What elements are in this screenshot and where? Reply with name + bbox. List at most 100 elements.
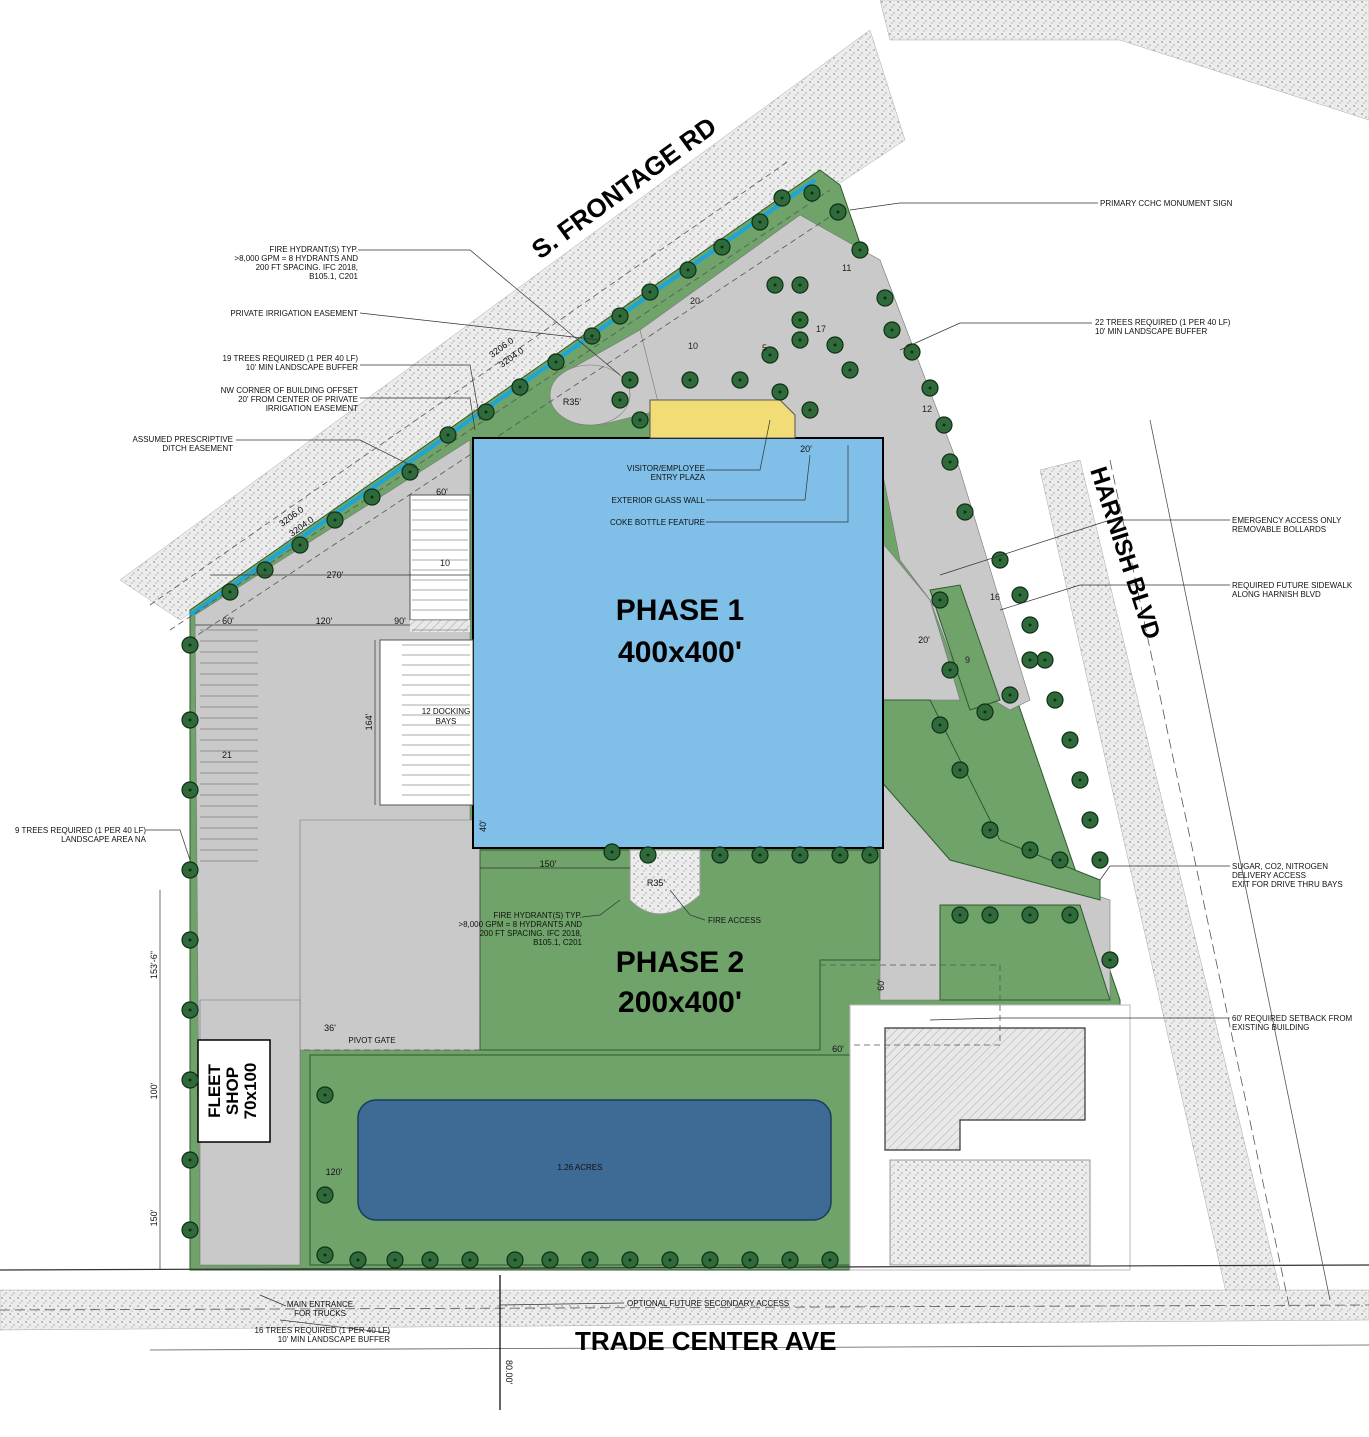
tree-icon: [833, 343, 837, 347]
tree-icon: [708, 1258, 712, 1262]
callout-hydrant-top: FIRE HYDRANT(S) TYP.>8,000 GPM = 8 HYDRA…: [234, 245, 358, 281]
parking-count: 21: [222, 750, 232, 760]
callout-monument-sign: PRIMARY CCHC MONUMENT SIGN: [1100, 199, 1233, 208]
callout-line: ALONG HARNISH BLVD: [1232, 590, 1321, 599]
tree-icon: [778, 390, 782, 394]
callout-line: REQUIRED FUTURE SIDEWALK: [1232, 581, 1353, 590]
leader-lines: [146, 202, 1230, 1334]
callout-line: MAIN ENTRANCE: [287, 1300, 353, 1309]
tree-icon: [768, 353, 772, 357]
tree-icon: [838, 853, 842, 857]
dim-100: 100': [149, 1082, 159, 1099]
callout-line: DELIVERY ACCESS: [1232, 871, 1306, 880]
tree-icon: [188, 643, 192, 647]
callout-line: >8,000 GPM = 8 HYDRANTS AND: [234, 254, 358, 263]
tree-icon: [808, 408, 812, 412]
tree-icon: [788, 1258, 792, 1262]
callout-line: EXISTING BUILDING: [1232, 1023, 1309, 1032]
callout-line: ASSUMED PRESCRIPTIVE: [133, 435, 233, 444]
tree-icon: [628, 1258, 632, 1262]
parking-count: 9: [965, 655, 970, 665]
callout-line: COKE BOTTLE FEATURE: [610, 518, 705, 527]
callout-line: 10' MIN LANDSCAPE BUFFER: [246, 363, 358, 372]
road-surfaces: [0, 0, 1369, 1331]
callout-line: FIRE HYDRANT(S) TYP.: [493, 911, 582, 920]
parking-count: 10: [440, 558, 450, 568]
tree-icon: [333, 518, 337, 522]
callout-line: B105.1, C201: [533, 938, 582, 947]
tree-icon: [890, 328, 894, 332]
tree-icon: [928, 386, 932, 390]
phase-2-size: 200x400': [618, 986, 742, 1019]
tree-icon: [1098, 858, 1102, 862]
tree-icon: [188, 718, 192, 722]
callout-line: ENTRY PLAZA: [651, 473, 706, 482]
tree-icon: [1088, 818, 1092, 822]
callout-trees-19: 19 TREES REQUIRED (1 PER 40 LF)10' MIN L…: [223, 354, 359, 372]
tree-icon: [1058, 858, 1062, 862]
callout-line: VISITOR/EMPLOYEE: [627, 464, 705, 473]
docking-bays-label-1: 12 DOCKING: [422, 707, 470, 716]
road-label-trade-center: TRADE CENTER AVE: [575, 1326, 836, 1356]
entry-plaza: [649, 399, 796, 439]
tree-icon: [408, 470, 412, 474]
tree-icon: [484, 410, 488, 414]
tree-icon: [1018, 593, 1022, 597]
tree-icon: [1068, 913, 1072, 917]
tree-icon: [188, 938, 192, 942]
tree-icon: [758, 220, 762, 224]
tree-icon: [323, 1193, 327, 1197]
tree-icon: [948, 668, 952, 672]
tree-icon: [798, 318, 802, 322]
callout-line: DITCH EASEMENT: [162, 444, 233, 453]
parking-count: 17: [816, 324, 826, 334]
fleet-shop-line2: SHOP: [223, 1067, 242, 1115]
tree-icon: [942, 423, 946, 427]
tree-icon: [883, 296, 887, 300]
callout-line: 9 TREES REQUIRED (1 PER 40 LF): [15, 826, 146, 835]
tree-icon: [958, 913, 962, 917]
callout-line: 10' MIN LANDSCAPE BUFFER: [278, 1335, 390, 1344]
dim-60-top: 60': [436, 487, 448, 497]
dim-120-top: 120': [316, 616, 333, 626]
pond-area-label: 1.26 ACRES: [558, 1163, 603, 1172]
callout-line: FIRE HYDRANT(S) TYP.: [269, 245, 358, 254]
dim-60-setback-a: 60': [876, 979, 886, 991]
tree-icon: [188, 1158, 192, 1162]
callout-line: LANDSCAPE AREA NA: [61, 835, 147, 844]
callout-line: 200 FT SPACING. IFC 2018,: [480, 929, 582, 938]
tree-icon: [188, 788, 192, 792]
callout-line: PRIMARY CCHC MONUMENT SIGN: [1100, 199, 1233, 208]
dim-60-setback-b: 60': [832, 1044, 844, 1054]
parking-count: 20: [690, 296, 700, 306]
dim-36: 36': [324, 1023, 336, 1033]
tree-icon: [618, 314, 622, 318]
radius-r35-top: R35': [563, 397, 582, 407]
tree-icon: [988, 828, 992, 832]
phase-1-title: PHASE 1: [616, 594, 744, 627]
callout-line: SUGAR, CO2, NITROGEN: [1232, 862, 1328, 871]
tree-icon: [263, 568, 267, 572]
callout-line: EXIT FOR DRIVE THRU BAYS: [1232, 880, 1343, 889]
tree-icon: [618, 398, 622, 402]
callout-line: PRIVATE IRRIGATION EASEMENT: [230, 309, 358, 318]
tree-icon: [610, 850, 614, 854]
callout-line: NW CORNER OF BUILDING OFFSET: [221, 386, 358, 395]
tree-icon: [1008, 693, 1012, 697]
dim-120-bottom: 120': [326, 1167, 343, 1177]
tree-icon: [628, 378, 632, 382]
tree-icon: [668, 1258, 672, 1262]
callout-line: IRRIGATION EASEMENT: [266, 404, 358, 413]
tree-icon: [938, 598, 942, 602]
tree-icon: [554, 360, 558, 364]
tree-icon: [798, 338, 802, 342]
phase-2-title: PHASE 2: [616, 946, 744, 979]
docking-bays-label-2: BAYS: [436, 717, 457, 726]
callout-line: PIVOT GATE: [348, 1036, 395, 1045]
tree-icon: [798, 283, 802, 287]
